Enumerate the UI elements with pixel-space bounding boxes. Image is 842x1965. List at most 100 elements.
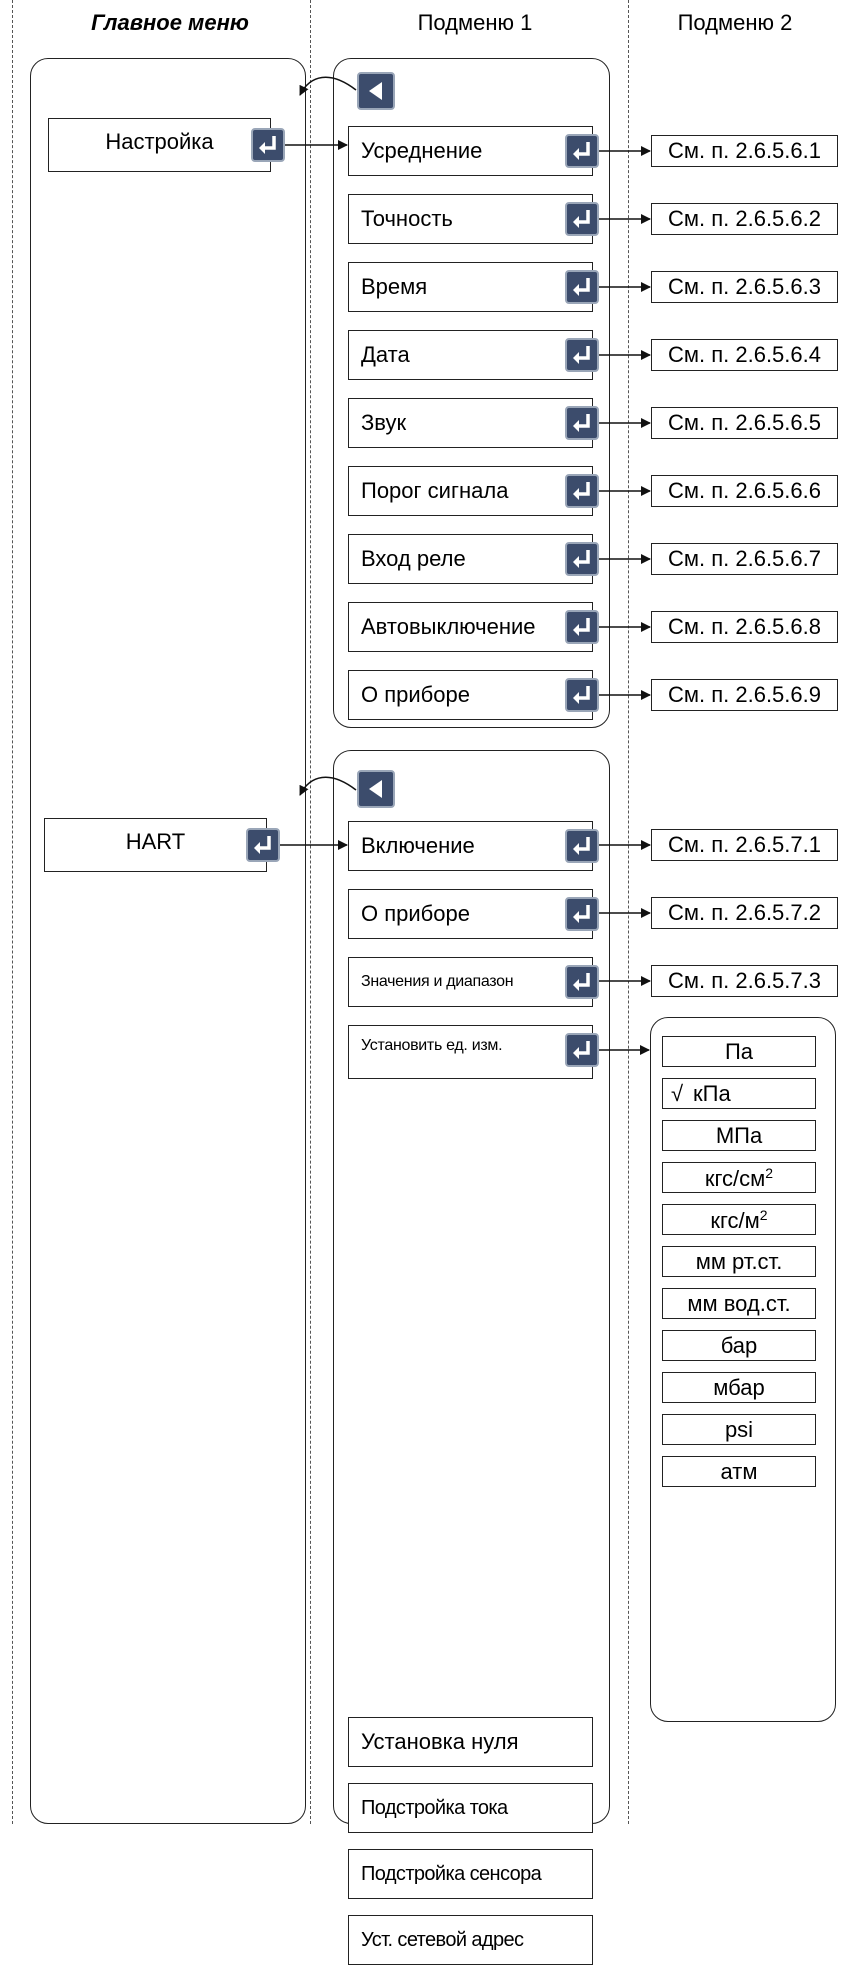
main-menu-item-settings[interactable]: Настройка (48, 118, 271, 172)
reference-box: См. п. 2.6.5.7.2 (651, 897, 838, 929)
column-divider (628, 0, 629, 1824)
unit-option[interactable]: кгс/м2 (662, 1204, 816, 1235)
submenu-item-date[interactable]: Дата (348, 330, 593, 380)
back-button[interactable] (357, 72, 395, 110)
submenu-item-network-address[interactable]: Уст. сетевой адрес (348, 1915, 593, 1965)
unit-base: кгс/м (710, 1207, 760, 1233)
unit-option[interactable]: Па (662, 1036, 816, 1067)
unit-label: кгс/м2 (663, 1207, 815, 1231)
enter-glyph-icon (573, 142, 590, 160)
reference-text: См. п. 2.6.5.6.2 (667, 206, 821, 231)
submenu-item-accuracy[interactable]: Точность (348, 194, 593, 244)
unit-option[interactable]: кгс/см2 (662, 1162, 816, 1193)
reference-text: См. п. 2.6.5.6.4 (667, 342, 821, 367)
enter-return-icon[interactable] (251, 128, 285, 162)
enter-glyph-icon (573, 618, 590, 636)
submenu-item-set-units[interactable]: Установить ед. изм. (348, 1025, 593, 1079)
unit-superscript: 2 (765, 1164, 774, 1181)
item-label: Время (361, 274, 428, 299)
unit-label: мм рт.ст. (695, 1248, 783, 1274)
reference-text: См. п. 2.6.5.6.8 (667, 614, 821, 639)
column-divider (310, 0, 311, 1824)
submenu-item-signal-threshold[interactable]: Порог сигнала (348, 466, 593, 516)
enter-return-icon[interactable] (565, 338, 599, 372)
unit-option[interactable]: мм рт.ст. (662, 1246, 816, 1277)
item-label: О приборе (361, 682, 470, 707)
reference-text: См. п. 2.6.5.6.9 (667, 682, 821, 707)
reference-text: См. п. 2.6.5.6.3 (667, 274, 821, 299)
item-label: Точность (361, 206, 453, 231)
enter-return-icon[interactable] (246, 828, 280, 862)
unit-option[interactable]: psi (662, 1414, 816, 1445)
submenu-item-time[interactable]: Время (348, 262, 593, 312)
item-label: Дата (361, 342, 410, 367)
unit-option[interactable]: атм (662, 1456, 816, 1487)
unit-label: кгс/см2 (663, 1165, 815, 1189)
submenu-item-about-device[interactable]: О приборе (348, 670, 593, 720)
enter-glyph-icon (573, 905, 590, 923)
enter-glyph-icon (259, 136, 276, 154)
enter-return-icon[interactable] (565, 610, 599, 644)
unit-label: бар (720, 1332, 758, 1358)
item-label: Установка нуля (361, 1729, 519, 1754)
reference-text: См. п. 2.6.5.6.1 (667, 138, 821, 163)
reference-text: См. п. 2.6.5.6.5 (667, 410, 821, 435)
unit-option[interactable]: мбар (662, 1372, 816, 1403)
item-label: Усреднение (361, 138, 483, 163)
submenu-item-about-device[interactable]: О приборе (348, 889, 593, 939)
unit-superscript: 2 (759, 1206, 768, 1223)
reference-box: См. п. 2.6.5.7.1 (651, 829, 838, 861)
unit-label: мм вод.ст. (687, 1290, 791, 1316)
submenu-item-relay-input[interactable]: Вход реле (348, 534, 593, 584)
main-menu-item-label: Настройка (105, 129, 214, 154)
check-mark-icon: √ (671, 1080, 684, 1106)
unit-option-selected[interactable]: √ кПа (662, 1078, 816, 1109)
item-label: Уст. сетевой адрес (361, 1929, 524, 1951)
submenu-item-sensor-trim[interactable]: Подстройка сенсора (348, 1849, 593, 1899)
enter-glyph-icon (573, 346, 590, 364)
unit-label: кПа (693, 1080, 731, 1106)
unit-option[interactable]: мм вод.ст. (662, 1288, 816, 1319)
unit-option[interactable]: МПа (662, 1120, 816, 1151)
submenu-item-averaging[interactable]: Усреднение (348, 126, 593, 176)
unit-label: МПа (715, 1122, 763, 1148)
header-submenu-1: Подменю 1 (417, 10, 533, 35)
connector-arrows (280, 76, 651, 1055)
enter-return-icon[interactable] (565, 829, 599, 863)
enter-glyph-icon (573, 686, 590, 704)
submenu-item-auto-off[interactable]: Автовыключение (348, 602, 593, 652)
enter-return-icon[interactable] (565, 965, 599, 999)
item-label: Подстройка сенсора (361, 1863, 542, 1885)
enter-return-icon[interactable] (565, 406, 599, 440)
enter-return-icon[interactable] (565, 202, 599, 236)
enter-return-icon[interactable] (565, 474, 599, 508)
enter-return-icon[interactable] (565, 270, 599, 304)
arrow (299, 76, 357, 96)
enter-return-icon[interactable] (565, 134, 599, 168)
unit-label: мбар (713, 1374, 765, 1400)
enter-return-icon[interactable] (565, 897, 599, 931)
enter-return-icon[interactable] (565, 1033, 599, 1067)
reference-box: См. п. 2.6.5.6.8 (651, 611, 838, 643)
reference-box: См. п. 2.6.5.6.7 (651, 543, 838, 575)
unit-option[interactable]: бар (662, 1330, 816, 1361)
item-label: Включение (361, 833, 475, 858)
enter-return-icon[interactable] (565, 678, 599, 712)
main-menu-item-hart[interactable]: HART (44, 818, 267, 872)
submenu-item-enable[interactable]: Включение (348, 821, 593, 871)
back-triangle-icon (369, 780, 382, 798)
item-label: Звук (361, 410, 407, 435)
enter-glyph-icon (573, 1041, 590, 1059)
reference-text: См. п. 2.6.5.7.1 (667, 832, 821, 857)
unit-label: Па (724, 1038, 754, 1064)
submenu-item-sound[interactable]: Звук (348, 398, 593, 448)
item-label: Вход реле (361, 546, 466, 571)
item-label: Подстройка тока (361, 1797, 508, 1819)
submenu-item-values-range[interactable]: Значения и диапазон (348, 957, 593, 1007)
reference-box: См. п. 2.6.5.6.3 (651, 271, 838, 303)
item-label: О приборе (361, 901, 470, 926)
submenu-item-zero-set[interactable]: Установка нуля (348, 1717, 593, 1767)
item-label: Значения и диапазон (361, 973, 514, 990)
enter-return-icon[interactable] (565, 542, 599, 576)
back-button[interactable] (357, 770, 395, 808)
